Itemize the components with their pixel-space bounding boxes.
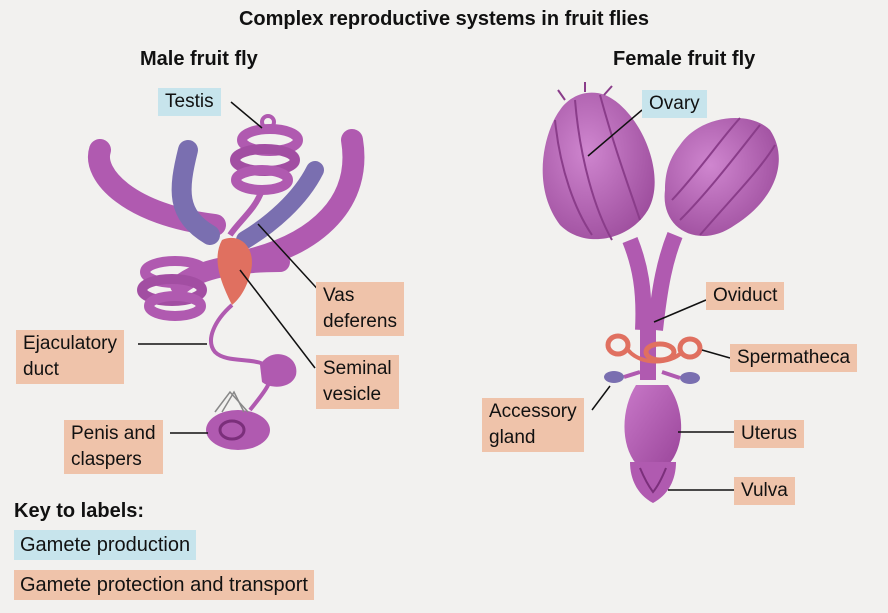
figure-title: Complex reproductive systems in fruit fl… bbox=[238, 8, 650, 30]
ejaculatory-duct-label: Ejaculatory duct bbox=[16, 330, 124, 384]
uterus-organ bbox=[624, 385, 682, 468]
seminal-vesicle-label: Seminal vesicle bbox=[316, 355, 399, 409]
left-testis-coil bbox=[137, 256, 210, 321]
oviduct-label: Oviduct bbox=[706, 282, 785, 310]
left-ovary bbox=[542, 82, 655, 241]
penis-claspers-label: Penis and claspers bbox=[64, 420, 163, 474]
vas-line2: deferens bbox=[323, 311, 397, 332]
uterus-label: Uterus bbox=[734, 420, 804, 448]
penis-claspers bbox=[206, 390, 270, 450]
vulva-label: Vulva bbox=[734, 477, 795, 505]
female-leader-lines bbox=[587, 109, 734, 491]
vulva-organ bbox=[630, 462, 676, 503]
vas-deferens-right bbox=[236, 161, 324, 249]
seminal-line1: Seminal bbox=[323, 358, 392, 379]
vas-deferens-left bbox=[171, 140, 220, 245]
vas-deferens-label: Vas deferens bbox=[316, 282, 404, 336]
female-heading: Female fruit fly bbox=[613, 48, 756, 70]
accessory-gland-left bbox=[604, 371, 624, 383]
seminal-vesicle bbox=[217, 237, 252, 305]
spermatheca-label: Spermatheca bbox=[730, 344, 858, 372]
ejac-line1: Ejaculatory bbox=[23, 333, 117, 354]
accessory-gland-label: Accessory gland bbox=[482, 398, 584, 452]
penis-line1: Penis and bbox=[71, 423, 156, 444]
ejaculatory-duct bbox=[209, 303, 274, 412]
accessory-line1: Accessory bbox=[489, 401, 577, 422]
male-organs bbox=[88, 114, 365, 450]
female-organs bbox=[542, 82, 779, 503]
male-heading: Male fruit fly bbox=[140, 48, 258, 70]
seminal-line2: vesicle bbox=[323, 384, 382, 405]
penis-line2: claspers bbox=[71, 449, 142, 470]
ovary-label: Ovary bbox=[642, 90, 707, 118]
accessory-gland-right bbox=[680, 372, 700, 384]
accessory-line2: gland bbox=[489, 427, 536, 448]
male-leader-lines bbox=[138, 101, 324, 434]
testis-coil bbox=[227, 114, 303, 237]
oviduct-right bbox=[647, 232, 683, 331]
right-ovary bbox=[664, 117, 779, 237]
duct-bulb bbox=[260, 354, 297, 387]
ejac-line2: duct bbox=[23, 359, 59, 380]
testis-label: Testis bbox=[158, 88, 221, 116]
key-gamete-transport: Gamete protection and transport bbox=[14, 570, 314, 600]
key-gamete-production: Gamete production bbox=[14, 530, 197, 560]
key-title: Key to labels: bbox=[14, 500, 145, 522]
spermatheca-organ bbox=[605, 333, 703, 364]
vas-line1: Vas bbox=[323, 285, 355, 306]
